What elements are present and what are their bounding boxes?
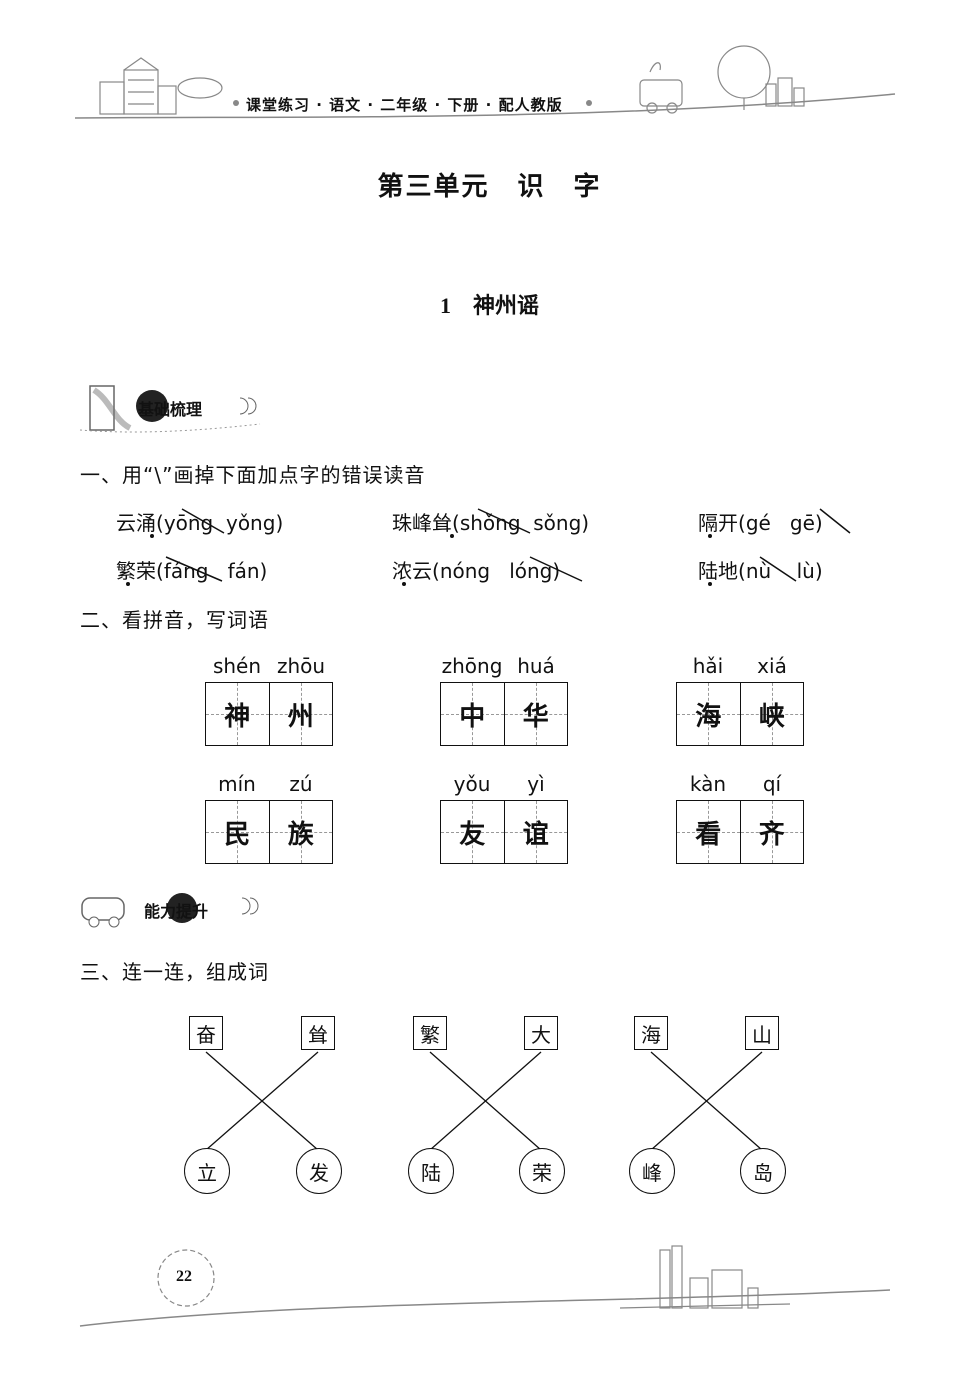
header-title: 课堂练习 · 语文 · 二年级 · 下册 · 配人教版: [246, 96, 563, 114]
q2-char-cell[interactable]: 齐: [739, 801, 804, 863]
emphasis-dot: [402, 582, 406, 586]
footer-decoration: [79, 1245, 891, 1327]
ability-badge-label: 能力提升: [144, 902, 209, 921]
q3-bottom-char[interactable]: 荣: [519, 1148, 565, 1194]
emphasis-dot: [450, 534, 454, 538]
q2-item-1: shén zhōu 神 州: [205, 654, 333, 746]
q1-item-word: 云涌: [116, 511, 156, 535]
q1-item-word: 隔开: [698, 511, 738, 535]
q3-top-char[interactable]: 山: [745, 1016, 779, 1050]
q2-char-cell[interactable]: 中: [441, 683, 504, 745]
basics-badge-label: 基础梳理: [138, 400, 203, 419]
q3-bottom-char[interactable]: 峰: [629, 1148, 675, 1194]
q3-bottom-char[interactable]: 陆: [408, 1148, 454, 1194]
q2-char-cell[interactable]: 族: [268, 801, 333, 863]
q1-item-2: 珠峰耸(shǒng sǒng): [392, 511, 590, 535]
q1-item-pinyin-a[interactable]: nù: [745, 559, 772, 583]
q1-item-word: 陆地: [698, 559, 738, 583]
q2-pinyin-1: kàn: [689, 772, 727, 796]
q1-item-pinyin-b[interactable]: gē: [789, 511, 815, 535]
q2-char-cell[interactable]: 州: [268, 683, 333, 745]
q3-bottom-char[interactable]: 立: [184, 1148, 230, 1194]
q3-top-char[interactable]: 海: [634, 1016, 668, 1050]
q2-answer-box[interactable]: 民 族: [205, 800, 333, 864]
q1-item-pinyin-b[interactable]: lù: [796, 559, 815, 583]
q2-pinyin-2: zhōu: [276, 654, 326, 678]
q2-answer-box[interactable]: 看 齐: [676, 800, 804, 864]
q2-answer-box[interactable]: 中 华: [440, 682, 568, 746]
emphasis-dot: [150, 534, 154, 538]
lesson-title: 1 神州谣: [439, 293, 539, 318]
q1-item-word: 浓云: [392, 559, 432, 583]
q2-pinyin-2: xiá: [757, 654, 787, 678]
q2-item-4: mín zú 民 族: [205, 772, 333, 864]
q1-item-pinyin-a[interactable]: fáng: [163, 559, 209, 583]
q2-answer-box[interactable]: 神 州: [205, 682, 333, 746]
emphasis-dot: [126, 582, 130, 586]
q1-item-word: 繁荣: [116, 559, 156, 583]
q2-item-2: zhōng huá 中 华: [440, 654, 568, 746]
q2-item-6: kàn qí 看 齐: [676, 772, 804, 864]
q2-item-5: yǒu yì 友 谊: [440, 772, 568, 864]
q1-item-4: 繁荣(fáng fán): [116, 559, 268, 583]
q1-item-pinyin-b[interactable]: lóng: [509, 559, 553, 583]
q2-answer-box[interactable]: 友 谊: [440, 800, 568, 864]
q2-char-cell[interactable]: 看: [677, 801, 740, 863]
q1-item-pinyin-b[interactable]: fán: [227, 559, 260, 583]
q2-char-cell[interactable]: 友: [441, 801, 504, 863]
page-number: 22: [176, 1268, 192, 1285]
q2-char-cell[interactable]: 峡: [739, 683, 804, 745]
q1-item-pinyin-b[interactable]: sǒng: [533, 511, 582, 535]
q3-top-char[interactable]: 大: [524, 1016, 558, 1050]
q2-pinyin-2: yì: [527, 772, 545, 796]
q2-pinyin-2: zú: [289, 772, 313, 796]
q2-char-cell[interactable]: 神: [206, 683, 269, 745]
q2-pinyin-1: shén: [212, 654, 262, 678]
strike-marks: [165, 508, 851, 582]
q2-char-cell[interactable]: 谊: [503, 801, 568, 863]
q3-title: 三、连一连，组成词: [80, 960, 269, 984]
q1-item-pinyin-b[interactable]: yǒng: [225, 511, 276, 535]
q1-item-1: 云涌(yōng yǒng): [116, 511, 284, 535]
q1-item-3: 隔开(gé gē): [698, 511, 823, 535]
q2-pinyin-1: zhōng: [441, 654, 503, 678]
unit-title: 第三单元 识 字: [377, 172, 602, 201]
q2-item-3: hǎi xiá 海 峡: [676, 654, 804, 746]
q2-pinyin-2: huá: [517, 654, 555, 678]
ability-badge-decoration: [81, 893, 259, 928]
emphasis-dot: [708, 582, 712, 586]
q3-top-char[interactable]: 耸: [301, 1016, 335, 1050]
q2-char-cell[interactable]: 海: [677, 683, 740, 745]
q3-bottom-char[interactable]: 岛: [740, 1148, 786, 1194]
q1-item-6: 陆地(nù lù): [698, 559, 823, 583]
q2-answer-box[interactable]: 海 峡: [676, 682, 804, 746]
emphasis-dot: [708, 534, 712, 538]
q2-char-cell[interactable]: 华: [503, 683, 568, 745]
q2-pinyin-1: yǒu: [453, 772, 491, 796]
q3-connection-lines: [205, 1051, 763, 1151]
q2-pinyin-2: qí: [762, 772, 782, 796]
basics-badge-decoration: [79, 385, 261, 433]
q1-item-5: 浓云(nóng lóng): [392, 559, 561, 583]
q3-bottom-char[interactable]: 发: [296, 1148, 342, 1194]
q2-char-cell[interactable]: 民: [206, 801, 269, 863]
q1-item-pinyin-a[interactable]: nóng: [439, 559, 491, 583]
q1-item-word: 珠峰耸: [392, 511, 452, 535]
q1-title: 一、用“\”画掉下面加点字的错误读音: [80, 463, 426, 487]
q1-item-pinyin-a[interactable]: gé: [745, 511, 771, 535]
header-decoration: [74, 45, 896, 119]
q2-title: 二、看拼音，写词语: [80, 608, 269, 632]
q3-top-char[interactable]: 繁: [413, 1016, 447, 1050]
q2-pinyin-1: mín: [218, 772, 256, 796]
q2-pinyin-1: hǎi: [692, 654, 724, 678]
q3-top-char[interactable]: 奋: [189, 1016, 223, 1050]
